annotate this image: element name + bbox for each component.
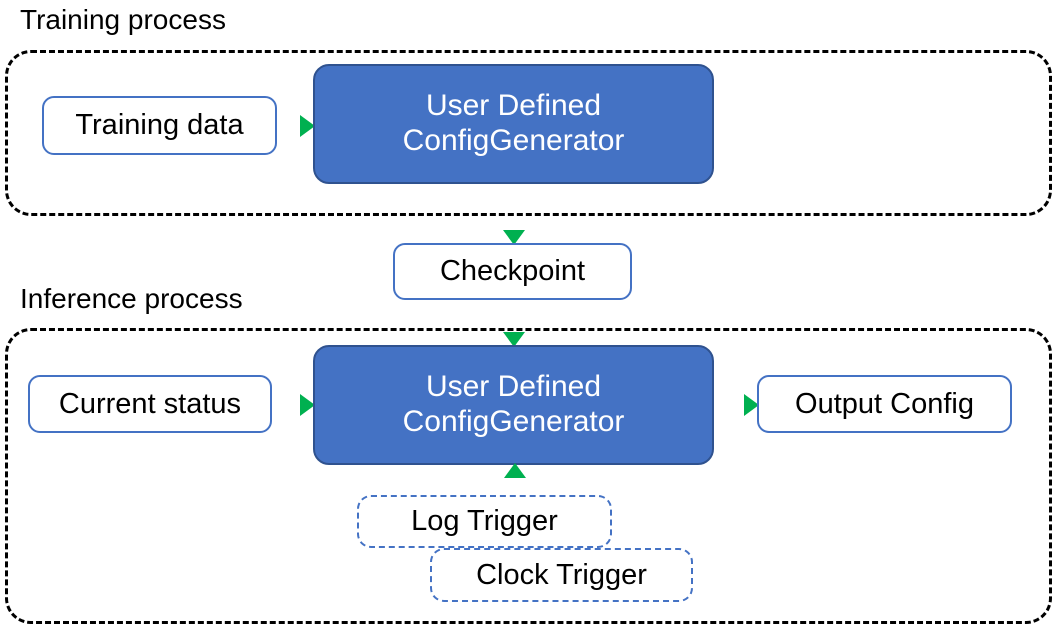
inference-process-group [5, 328, 1052, 624]
node-label-line-2: ConfigGenerator [402, 405, 625, 438]
node-label-line-1: User Defined [425, 370, 602, 404]
node-checkpoint[interactable]: Checkpoint [393, 243, 632, 300]
node-current-status[interactable]: Current status [28, 375, 272, 433]
node-log-trigger[interactable]: Log Trigger [357, 495, 612, 548]
arrow-head [300, 114, 315, 137]
arrow-training-data-to-generator [279, 110, 315, 141]
node-clock-trigger[interactable]: Clock Trigger [430, 548, 693, 602]
training-process-group [5, 50, 1052, 216]
node-inference-config-generator[interactable]: User Defined ConfigGenerator [313, 345, 714, 465]
arrow-head [300, 393, 315, 416]
node-training-data[interactable]: Training data [42, 96, 277, 155]
arrow-head [502, 332, 525, 347]
arrow-head [744, 393, 759, 416]
node-label-line-1: User Defined [425, 89, 602, 123]
arrow-checkpoint-to-inference-generator [498, 300, 529, 347]
arrow-generator-to-checkpoint [498, 184, 529, 245]
arrow-head [503, 463, 526, 478]
node-label-line-2: ConfigGenerator [402, 124, 625, 157]
training-process-label: Training process [20, 4, 226, 35]
arrow-current-status-to-generator [274, 389, 315, 420]
inference-process-label: Inference process [20, 283, 243, 314]
arrow-generator-to-output-config [716, 389, 759, 420]
node-output-config[interactable]: Output Config [757, 375, 1012, 433]
arrow-head [502, 230, 525, 245]
arrow-triggers-to-inference-generator [499, 463, 530, 498]
node-training-config-generator[interactable]: User Defined ConfigGenerator [313, 64, 714, 184]
